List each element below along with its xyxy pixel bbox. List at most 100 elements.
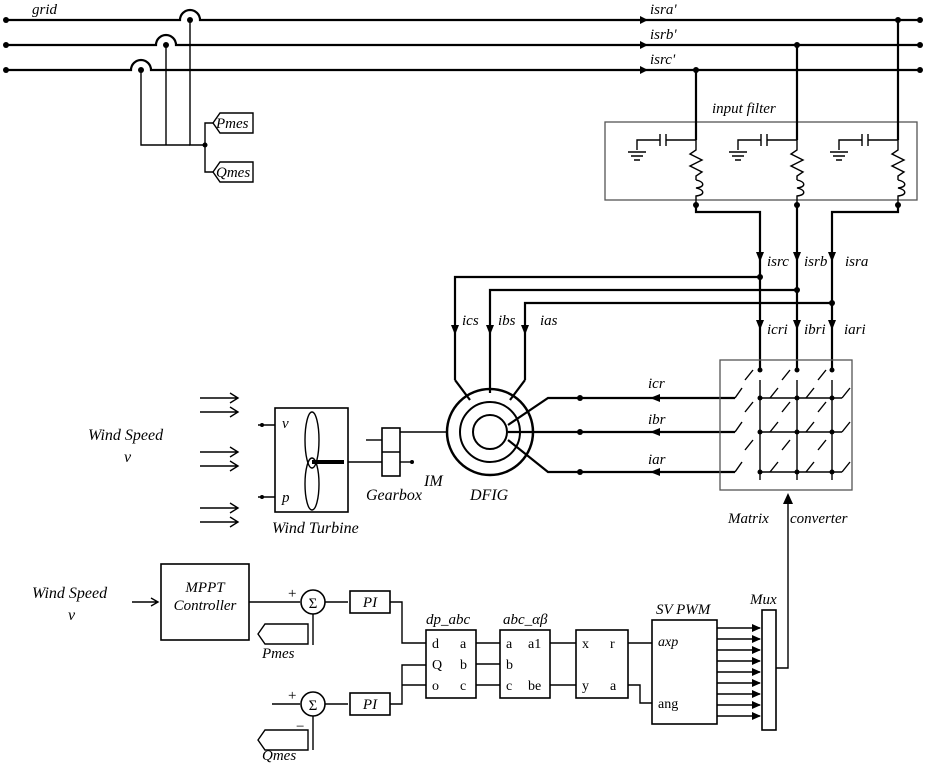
grid-current-b-label: isrb': [650, 27, 677, 43]
xy-out-a: a: [610, 679, 617, 694]
abc-ab-block: [499, 629, 551, 699]
input-filter: input filter: [604, 17, 918, 208]
label-isrb: isrb: [804, 254, 828, 270]
filter-node-c: [693, 67, 699, 73]
xy-rect-block: [575, 629, 629, 699]
mux-block: [761, 609, 777, 731]
wind-arrows-top: [200, 392, 240, 528]
pmes-wire: [204, 122, 213, 145]
filter-to-converter-wiring: isrc isrb isra icri ibri iari ics ibs ia…: [451, 205, 900, 380]
gearbox: IM Gearbox: [348, 427, 447, 504]
dfig-machine: DFIG icr ibr iar: [445, 376, 735, 504]
sum-upper-plus: +: [288, 586, 296, 602]
meas-junction: [202, 142, 208, 148]
mc-dot-3: [829, 367, 835, 373]
arrow-b: [640, 41, 648, 49]
sum-upper-minus: −: [296, 617, 304, 633]
pmes-ctrl-label: Pmes: [261, 646, 295, 662]
label-ibr: ibr: [648, 412, 666, 428]
svpwm-title: SV PWM: [656, 602, 712, 618]
qmes-tag: [212, 161, 254, 183]
wt-port-v: v: [282, 416, 289, 432]
grid-bus: Pmes Qmes grid isra' isrb' isrc': [3, 2, 923, 183]
mc-dot-9: [829, 429, 835, 435]
im-label: IM: [423, 473, 444, 490]
sum-lower-minus: −: [296, 719, 304, 735]
svpwm-output-arrows: [752, 624, 761, 720]
pmes-tag: [212, 112, 254, 134]
mc-dot-11: [794, 469, 800, 475]
sum-upper-symbol: Σ: [309, 596, 318, 612]
grid-phase-c-line: [6, 58, 920, 72]
abc-ab-in-a: a: [506, 637, 513, 652]
svpwm-in-axp: axp: [658, 635, 678, 650]
dfig-label: DFIG: [469, 487, 509, 504]
rotor-node-b: [577, 429, 583, 435]
wind-speed-label: Wind Speed: [88, 427, 164, 444]
mc-dot-6: [829, 395, 835, 401]
filter-phase-a: [830, 134, 906, 205]
abc-ab-in-c: c: [506, 679, 512, 694]
filter-node-b: [794, 42, 800, 48]
arrow-ibs: [486, 325, 494, 335]
wind-speed-v-label: v: [124, 449, 132, 466]
arrow-ias: [521, 325, 529, 335]
arrow-isra: [828, 252, 836, 262]
filter-phase-c: [628, 134, 704, 205]
mppt-controller-block: [160, 563, 250, 641]
wire-src: [694, 205, 762, 370]
dp-abc-out-c: c: [460, 679, 466, 694]
pmes-label: Pmes: [215, 116, 249, 132]
mc-dot-4: [757, 395, 763, 401]
label-icr: icr: [648, 376, 665, 392]
mc-dot-7: [757, 429, 763, 435]
xy-in-x: x: [582, 637, 589, 652]
label-iar: iar: [648, 452, 666, 468]
dp-abc-in-d: d: [432, 637, 439, 652]
arrow-isrc: [756, 252, 764, 262]
sum-lower-symbol: Σ: [309, 698, 318, 714]
label-ibs: ibs: [498, 313, 516, 329]
matrix-label: Matrix: [727, 511, 769, 527]
qmes-ctrl-label: Qmes: [262, 748, 296, 764]
qmes-label: Qmes: [216, 165, 250, 181]
label-ics: ics: [462, 313, 479, 329]
arrow-iar: [650, 468, 660, 476]
stator-wire-c: [453, 275, 760, 380]
wind-turbine-label: Wind Turbine: [272, 520, 359, 537]
grid-phase-a-line: [6, 8, 920, 22]
wind-input-arrow: [132, 597, 160, 607]
mc-dot-12: [829, 469, 835, 475]
abc-ab-out-be: be: [528, 679, 541, 694]
rotor-node-a: [577, 469, 583, 475]
blade-upper: [304, 411, 320, 469]
gearbox-im-dot: [410, 460, 414, 464]
mux-to-converter-wire: [776, 498, 789, 669]
mux-to-converter-arrow: [783, 493, 793, 504]
sum-lower-plus: +: [288, 688, 296, 704]
wt-port-v-dot: [260, 423, 264, 427]
dp-abc-block: [425, 629, 477, 699]
pi-lower-label: PI: [362, 697, 378, 713]
stator-node-a: [829, 300, 835, 306]
abc-ab-in-b: b: [506, 658, 513, 673]
svpwm-outputs: [717, 627, 760, 717]
pi-upper-label: PI: [362, 595, 378, 611]
wire-sra: [830, 205, 900, 370]
filter-phase-b: [729, 134, 805, 205]
mux-title: Mux: [749, 592, 777, 608]
arrow-icr: [650, 394, 660, 402]
arrow-ibr: [650, 428, 660, 436]
mc-dot-1: [757, 367, 763, 373]
label-iari: iari: [844, 322, 866, 338]
svpwm-in-ang: ang: [658, 697, 678, 712]
arrow-ibri: [793, 320, 801, 330]
label-isrc: isrc: [767, 254, 789, 270]
matrix-converter: Matrix converter: [719, 359, 853, 527]
arrow-a: [640, 16, 648, 24]
grid-current-c-label: isrc': [650, 52, 676, 68]
arrow-c: [640, 66, 648, 74]
converter-label: converter: [790, 511, 848, 527]
ctrl-wind-speed-label: Wind Speed: [32, 585, 108, 602]
